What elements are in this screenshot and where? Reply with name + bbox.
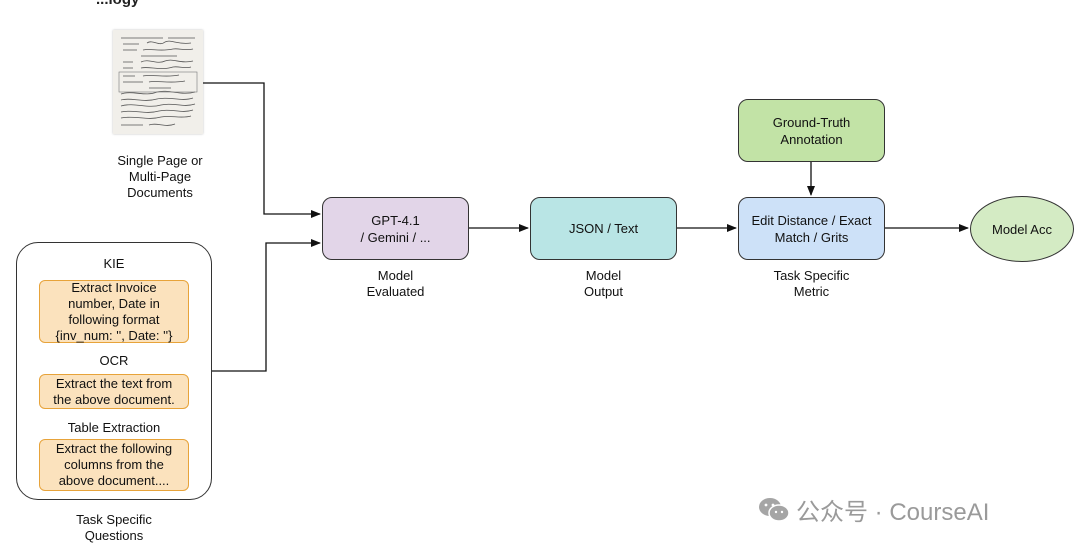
table-extraction-prompt: Extract the following columns from the a… xyxy=(39,439,189,491)
ocr-section-title: OCR xyxy=(99,353,129,368)
watermark-text: 公众号 · CourseAI xyxy=(796,499,990,526)
model-evaluated-node: GPT-4.1 / Gemini / ... xyxy=(322,197,469,260)
arrow-documents-to-model xyxy=(203,82,321,218)
arrow-questions-to-model xyxy=(212,239,321,372)
table-extraction-section-title: Table Extraction xyxy=(67,420,161,435)
model-evaluated-caption: Model Evaluated xyxy=(366,268,425,299)
document-thumbnail-icon xyxy=(113,30,203,134)
partial-title: ...logy xyxy=(96,0,139,8)
questions-caption: Task Specific Questions xyxy=(76,512,152,543)
ground-truth-node: Ground-Truth Annotation xyxy=(738,99,885,162)
kie-prompt: Extract Invoice number, Date in followin… xyxy=(39,280,189,343)
watermark: 公众号 · CourseAI xyxy=(758,492,989,527)
model-output-caption: Model Output xyxy=(583,268,624,299)
model-output-node: JSON / Text xyxy=(530,197,677,260)
ocr-prompt: Extract the text from the above document… xyxy=(39,374,189,409)
task-metric-caption: Task Specific Metric xyxy=(773,268,850,299)
task-metric-node: Edit Distance / Exact Match / Grits xyxy=(738,197,885,260)
documents-caption: Single Page or Multi-Page Documents xyxy=(117,153,203,200)
kie-section-title: KIE xyxy=(103,256,125,271)
wechat-icon xyxy=(759,497,790,522)
model-accuracy-node: Model Acc xyxy=(970,196,1074,262)
